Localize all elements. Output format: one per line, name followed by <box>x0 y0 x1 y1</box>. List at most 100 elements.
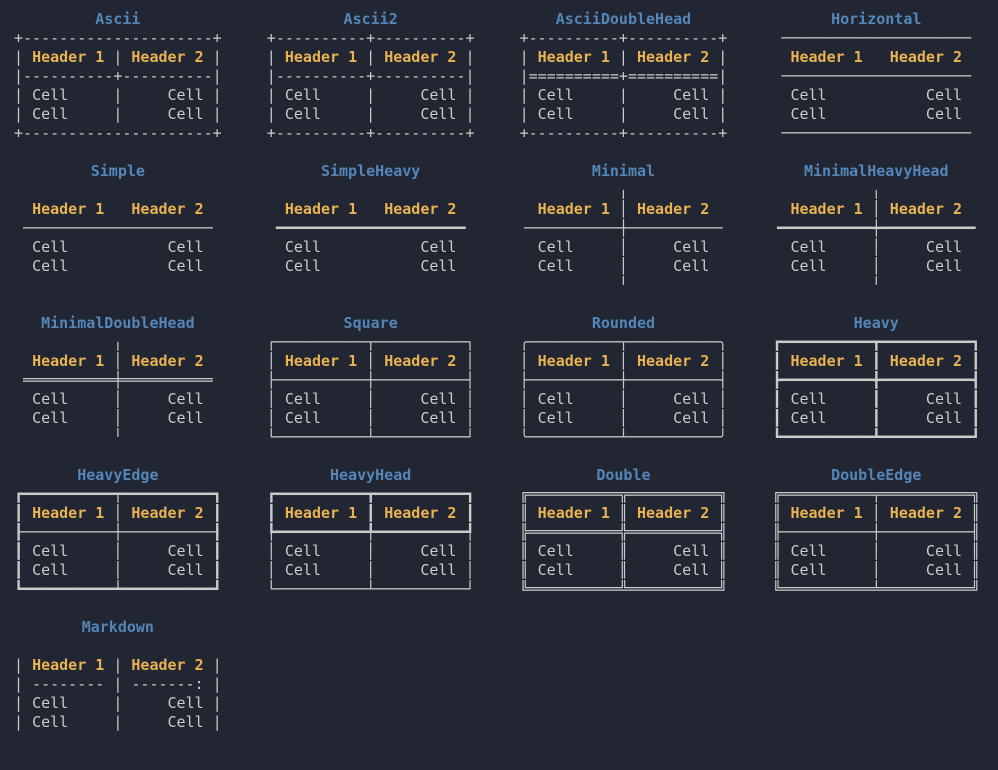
border-glyphs: ┏━━━━━━━━━━┳━━━━━━━━━━┓ <box>772 333 981 351</box>
box-line: Cell │ Cell <box>772 257 980 276</box>
cell-text: Cell <box>32 694 69 712</box>
box-line: ┣━━━━━━━━━━╋━━━━━━━━━━┫ <box>772 371 980 390</box>
cell-text: Cell <box>537 257 574 275</box>
border-glyphs: ├──────────┼──────────┤ <box>266 371 475 389</box>
border-glyphs <box>962 238 980 256</box>
box-line: ───────────────────── <box>772 67 980 86</box>
border-glyphs <box>709 238 727 256</box>
header-text: Header 1 <box>284 48 358 66</box>
table-box: ╔══════════╦══════════╗║ Header 1 ║ Head… <box>520 485 728 599</box>
border-glyphs: +----------+----------+ <box>266 124 475 142</box>
border-glyphs: ╶──────────┼──────────╴ <box>519 219 728 237</box>
box-line: ╔══════════╤══════════╗ <box>772 485 980 504</box>
border-glyphs: | <box>203 713 222 731</box>
border-glyphs: ┃ <box>962 390 981 408</box>
box-line: +----------+----------+ <box>267 124 475 143</box>
header-text: Header 1 <box>284 352 358 370</box>
border-glyphs <box>267 200 285 218</box>
table-tile-heavyhead: HeavyHead┏━━━━━━━━━━┳━━━━━━━━━━┓┃ Header… <box>267 466 475 618</box>
box-line: ║ Cell │ Cell ║ <box>772 561 980 580</box>
cell-text: Cell <box>537 238 574 256</box>
box-line: ┃ Header 1 ┃ Header 2 ┃ <box>267 504 475 523</box>
border-glyphs: ╵ <box>519 276 728 294</box>
border-glyphs: │ <box>266 390 285 408</box>
table-box: ╷ Header 1 │ Header 2 ╺━━━━━━━━━━┿━━━━━━… <box>772 181 980 295</box>
cell-text: Cell <box>32 257 69 275</box>
cell-text: Cell <box>284 409 321 427</box>
border-glyphs: ┃ <box>203 561 222 579</box>
border-glyphs: | <box>14 86 33 104</box>
border-glyphs: ╭──────────┬──────────╮ <box>519 333 728 351</box>
table-tile-minimalheavyhead: MinimalHeavyHead ╷ Header 1 │ Header 2 ╺… <box>772 162 980 314</box>
border-glyphs: ║ <box>709 542 728 560</box>
border-glyphs <box>962 86 980 104</box>
table-title: Square <box>343 314 398 332</box>
border-glyphs: ┃ <box>772 352 791 370</box>
table-box: ╔══════════╤══════════╗║ Header 1 │ Head… <box>772 485 980 599</box>
border-glyphs: │ <box>709 352 728 370</box>
table-title: SimpleHeavy <box>320 162 421 180</box>
border-glyphs <box>14 238 32 256</box>
cell-text: Cell <box>925 542 963 560</box>
cell-text: Cell <box>32 561 69 579</box>
box-line: | Cell | Cell | <box>267 105 475 124</box>
border-glyphs: │ <box>456 561 475 579</box>
header-text: Header 1 <box>32 656 105 674</box>
border-glyphs <box>267 257 285 275</box>
box-line: | Cell | Cell | <box>14 105 222 124</box>
box-line <box>14 181 222 200</box>
table-title: Double <box>596 466 651 484</box>
cell-text: Cell <box>420 561 457 579</box>
border-glyphs: | <box>320 86 421 104</box>
border-glyphs: | <box>14 694 33 712</box>
cell-text: Cell <box>420 257 457 275</box>
box-line: ╭──────────┬──────────╮ <box>520 333 728 352</box>
box-line: ║ Cell ║ Cell ║ <box>520 561 728 580</box>
border-glyphs: │ <box>266 542 285 560</box>
border-glyphs: | <box>104 656 132 674</box>
box-line: Cell Cell <box>772 86 980 105</box>
cell-text: Cell <box>167 86 204 104</box>
cell-text: Cell <box>673 542 710 560</box>
border-glyphs: │ <box>456 390 475 408</box>
cell-text: Cell <box>537 542 574 560</box>
border-glyphs: | <box>68 86 168 104</box>
border-glyphs: | <box>14 713 33 731</box>
table-tile-minimal: Minimal ╷ Header 1 │ Header 2 ╶─────────… <box>520 162 728 314</box>
border-glyphs: └──────────┴──────────┘ <box>266 580 475 598</box>
border-glyphs: │ <box>519 352 538 370</box>
table-tile-asciidoublehead: AsciiDoubleHead+----------+----------+| … <box>520 10 728 162</box>
border-glyphs: | <box>203 105 222 123</box>
box-line: | Cell | Cell | <box>267 86 475 105</box>
border-glyphs <box>14 409 32 427</box>
box-line: Header 1 │ Header 2 <box>14 352 222 371</box>
table-tile-horizontal: Horizontal ───────────────────── Header … <box>772 10 980 162</box>
box-line: | Header 1 | Header 2 | <box>520 48 728 67</box>
cell-text: Cell <box>925 390 963 408</box>
border-glyphs: | <box>203 656 222 674</box>
border-glyphs: │ <box>519 409 538 427</box>
border-glyphs <box>204 352 222 370</box>
border-glyphs: ║ <box>519 504 538 522</box>
box-line: | Cell | Cell | <box>14 86 222 105</box>
border-glyphs: ┠──────────┼──────────┨ <box>14 523 222 541</box>
border-glyphs: ├──────────┼──────────┤ <box>519 371 728 389</box>
cell-text: Cell <box>673 409 710 427</box>
border-glyphs: ══════════╪══════════ <box>14 371 222 389</box>
border-glyphs: | <box>266 105 285 123</box>
border-glyphs: ───────────────────── <box>772 124 981 142</box>
table-title: MinimalHeavyHead <box>803 162 949 180</box>
border-glyphs: | <box>519 48 538 66</box>
cell-text: Cell <box>32 713 69 731</box>
header-text: Header 1 <box>537 352 610 370</box>
cell-text: Cell <box>537 105 574 123</box>
cell-text: Cell <box>790 86 827 104</box>
box-line: ╷ <box>520 181 728 200</box>
border-glyphs <box>456 238 474 256</box>
border-glyphs: ┗━━━━━━━━━━┻━━━━━━━━━━┛ <box>772 428 981 446</box>
header-text: Header 1 <box>32 352 105 370</box>
cell-text: Cell <box>167 694 204 712</box>
border-glyphs <box>962 257 980 275</box>
cell-text: Cell <box>167 238 204 256</box>
header-text: Header 1 <box>284 200 358 218</box>
